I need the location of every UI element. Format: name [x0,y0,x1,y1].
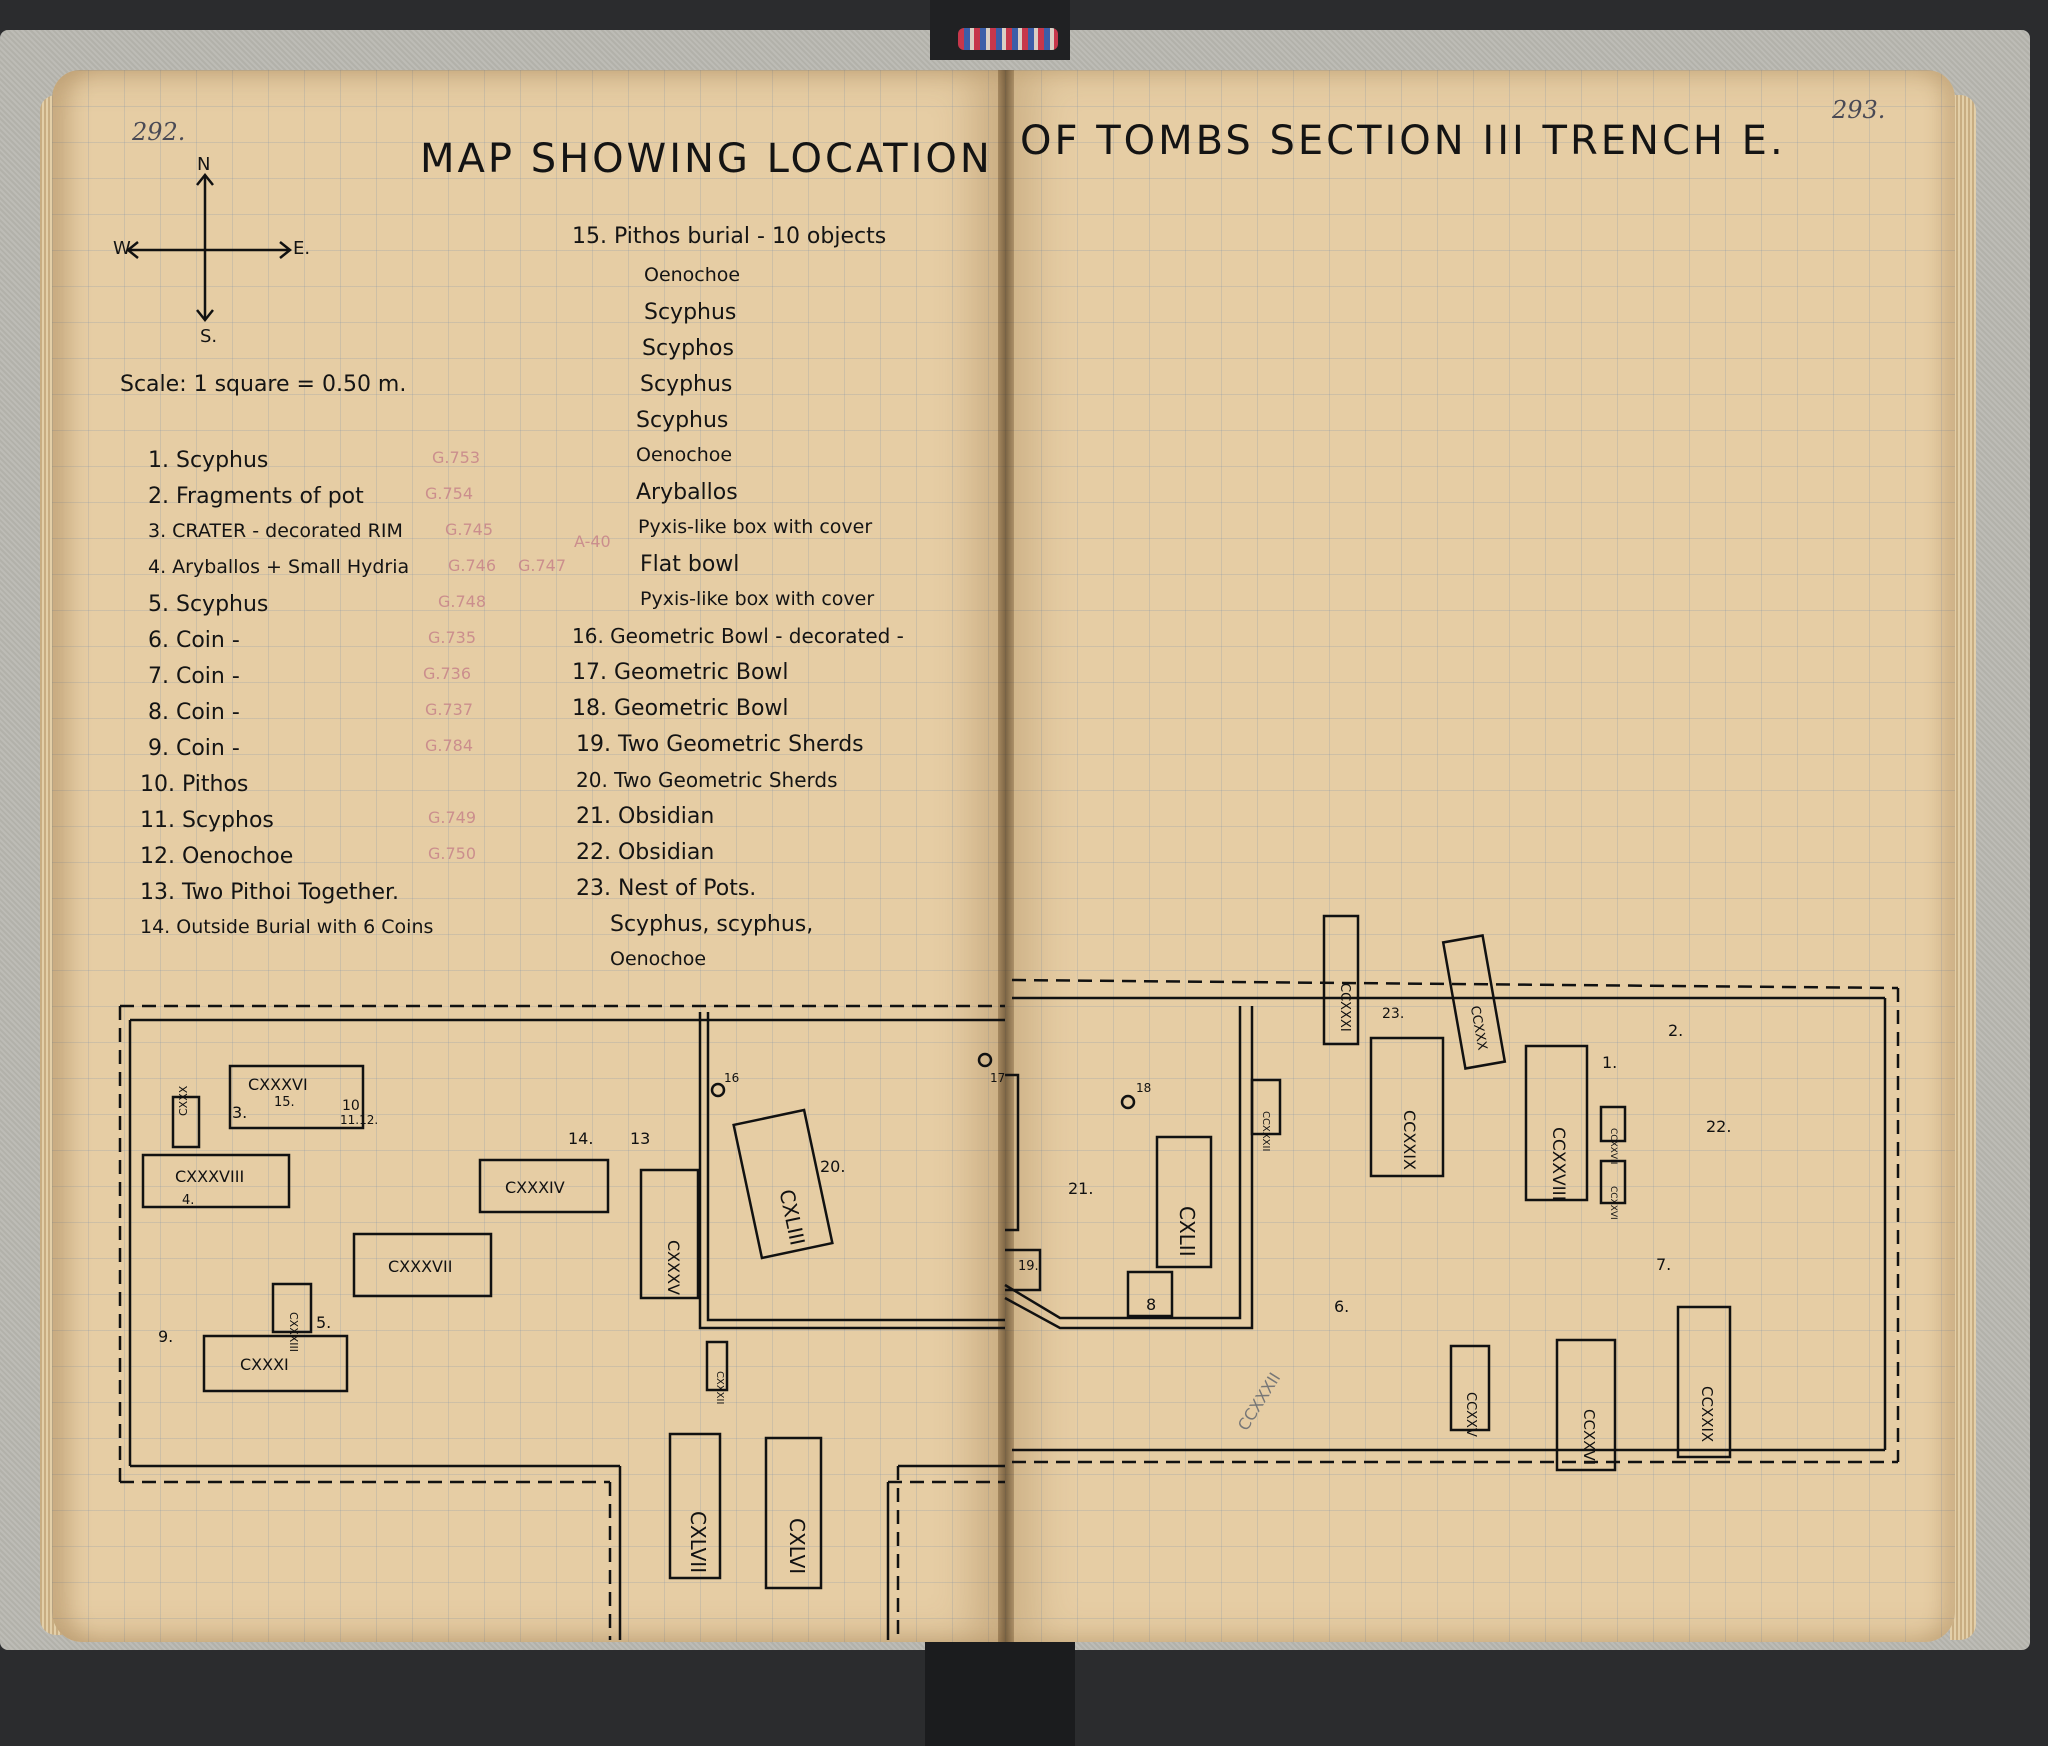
list-item: 23. Nest of Pots. [576,876,757,901]
catalog-ref: G.749 [428,808,477,827]
catalog-ref: G.754 [425,484,474,503]
catalog-ref: G.745 [445,520,494,539]
list-item: 10. Pithos [140,772,249,797]
page-number-left: 292. [132,118,186,146]
list-item: Aryballos [636,480,738,505]
list-item: Scyphos [642,336,734,361]
catalog-ref: G.746 [448,556,497,575]
catalog-ref: G.735 [428,628,477,647]
list-item: 9. Coin - [148,736,240,761]
list-item: 7. Coin - [148,664,240,689]
page-number-right: 293. [1832,96,1886,124]
list-item: 19. Two Geometric Sherds [576,732,864,757]
catalog-ref: G.753 [432,448,481,467]
page-title-left: MAP SHOWING LOCATION [420,136,993,182]
list-item: 22. Obsidian [576,840,715,865]
list-item: 13. Two Pithoi Together. [140,880,400,905]
compass-north: N [197,154,211,175]
catalog-ref: G.737 [425,700,474,719]
list-item: 5. Scyphus [148,592,269,617]
list-item: Flat bowl [640,552,740,577]
list-item: Oenochoe [644,264,741,286]
list-item: 16. Geometric Bowl - decorated - [572,624,904,648]
list-item: Oenochoe [610,948,707,970]
catalog-ref: G.736 [423,664,472,683]
right-page [1005,70,1955,1642]
list-item: Oenochoe [636,444,733,466]
list-item: Scyphus [640,372,733,397]
list-item: Pyxis-like box with cover [640,588,875,610]
list-item: 17. Geometric Bowl [572,660,789,685]
a-ref: A-40 [574,532,611,551]
list-item: 20. Two Geometric Sherds [576,768,838,792]
compass-west: W [113,238,131,259]
catalog-ref: G.784 [425,736,474,755]
compass-east: E. [293,238,311,259]
list-item: 8. Coin - [148,700,240,725]
spine-bottom [925,1630,1075,1746]
list-item: 18. Geometric Bowl [572,696,789,721]
list-item: 6. Coin - [148,628,240,653]
list-item: 1. Scyphus [148,448,269,473]
list-item: 15. Pithos burial - 10 objects [572,224,887,249]
list-item: 12. Oenochoe [140,844,294,869]
page-title-right: OF TOMBS SECTION III TRENCH E. [1020,118,1786,164]
catalog-ref: G.750 [428,844,477,863]
compass-south: S. [200,326,218,347]
headband [958,28,1058,50]
list-item: 4. Aryballos + Small Hydria [148,556,410,578]
list-item: 14. Outside Burial with 6 Coins [140,916,434,938]
list-item: Pyxis-like box with cover [638,516,873,538]
list-item: 11. Scyphos [140,808,274,833]
scale-note: Scale: 1 square = 0.50 m. [120,372,407,397]
catalog-ref: G.748 [438,592,487,611]
list-item: 21. Obsidian [576,804,715,829]
list-item: 3. CRATER - decorated RIM [148,520,403,542]
gutter [998,70,1014,1642]
list-item: 2. Fragments of pot [148,484,364,509]
catalog-ref: G.747 [518,556,567,575]
list-item: Scyphus [644,300,737,325]
list-item: Scyphus, scyphus, [610,912,814,937]
list-item: Scyphus [636,408,729,433]
